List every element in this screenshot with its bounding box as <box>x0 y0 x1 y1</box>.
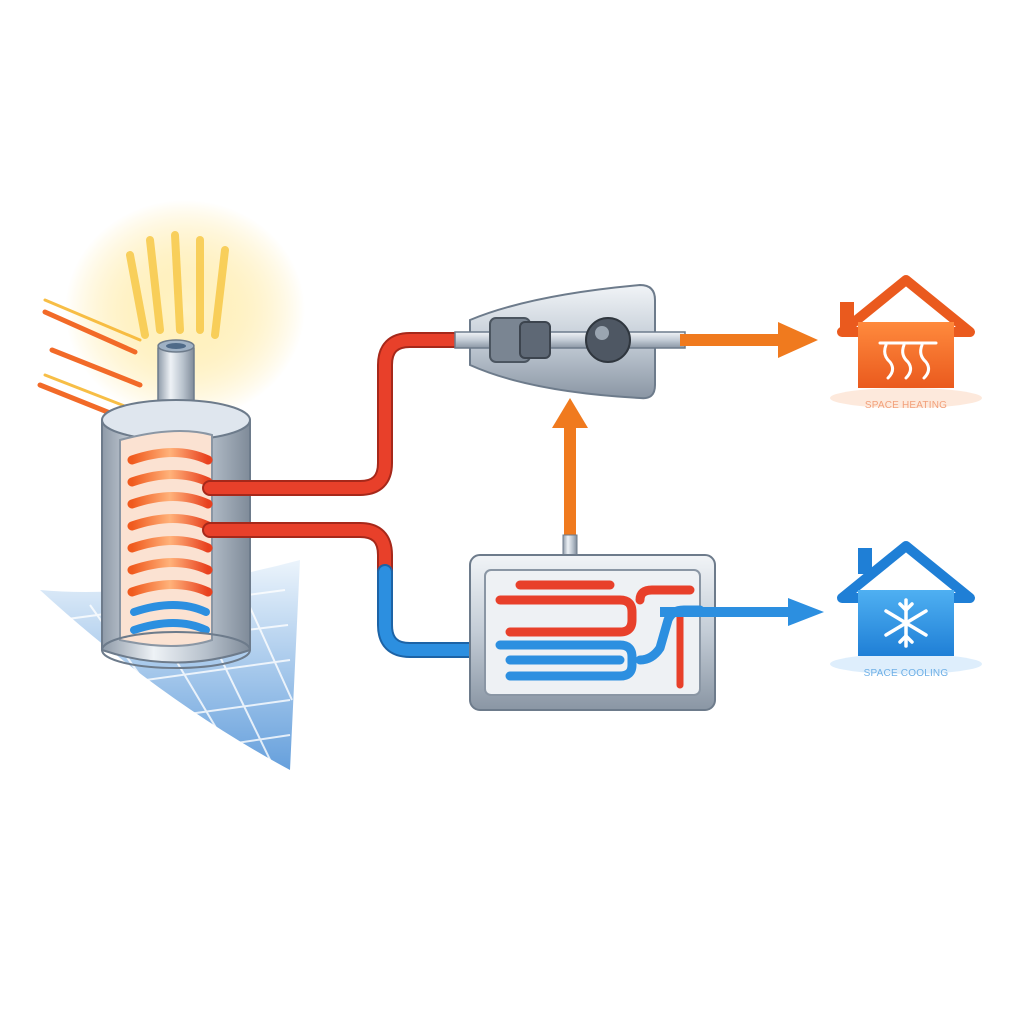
space-heating-label: SPACE HEATING <box>864 400 948 411</box>
heating-output-arrow <box>680 322 818 358</box>
compressor-valve-icon <box>454 283 686 400</box>
space-cooling-label: SPACE COOLING <box>863 668 949 679</box>
house-heating-icon <box>830 275 982 408</box>
cooling-output-arrow <box>660 598 824 626</box>
hot-supply-pipe <box>202 332 478 496</box>
sun-rays-icon <box>37 200 305 428</box>
return-pipe <box>202 522 508 658</box>
plate-heat-exchanger-icon <box>469 554 716 711</box>
vertical-flow-arrow <box>552 398 588 556</box>
house-snowflake-icon <box>830 541 982 674</box>
heat-exchanger-tank-icon <box>101 339 251 669</box>
